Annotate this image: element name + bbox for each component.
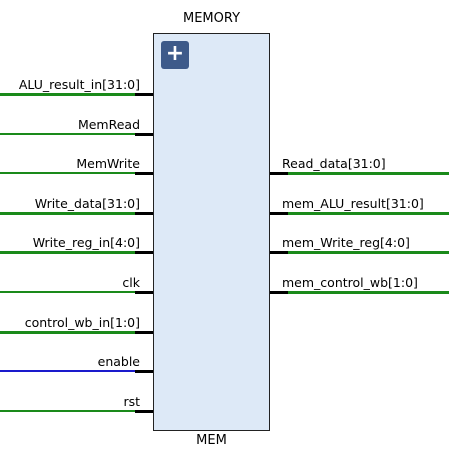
output-pin-stub	[270, 251, 288, 254]
input-wire[interactable]	[0, 291, 135, 293]
input-pin-label: rst	[123, 394, 140, 409]
input-pin-label: MemRead	[77, 117, 140, 132]
output-pin-stub	[270, 212, 288, 215]
input-wire[interactable]	[0, 212, 135, 215]
expand-button[interactable]: +	[161, 41, 189, 69]
input-wire[interactable]	[0, 331, 135, 334]
input-pin-stub	[135, 133, 153, 136]
input-pin-stub	[135, 93, 153, 96]
block-title: MEMORY	[182, 11, 241, 26]
output-pin-stub	[270, 172, 288, 175]
input-pin-stub	[135, 410, 153, 413]
input-pin-label: Write_data[31:0]	[34, 196, 140, 211]
memory-block[interactable]: +	[153, 33, 270, 431]
output-wire[interactable]	[288, 291, 449, 294]
output-wire[interactable]	[288, 172, 449, 175]
input-wire[interactable]	[0, 410, 135, 412]
input-pin-label: Write_reg_in[4:0]	[32, 235, 140, 250]
input-pin-label: clk	[122, 275, 140, 290]
output-pin-label: mem_ALU_result[31:0]	[282, 196, 424, 211]
input-pin-label: enable	[97, 354, 140, 369]
block-instance-name: MEM	[196, 433, 227, 448]
input-wire[interactable]	[0, 251, 135, 254]
output-pin-stub	[270, 291, 288, 294]
input-pin-stub	[135, 291, 153, 294]
output-pin-label: mem_Write_reg[4:0]	[282, 235, 410, 250]
input-pin-label: ALU_result_in[31:0]	[18, 77, 140, 92]
input-pin-stub	[135, 212, 153, 215]
output-pin-label: Read_data[31:0]	[282, 156, 386, 171]
input-pin-stub	[135, 172, 153, 175]
input-pin-stub	[135, 251, 153, 254]
input-wire[interactable]	[0, 172, 135, 174]
input-pin-stub	[135, 331, 153, 334]
output-pin-label: mem_control_wb[1:0]	[282, 275, 418, 290]
input-wire[interactable]	[0, 133, 135, 135]
input-pin-label: MemWrite	[76, 156, 140, 171]
input-pin-stub	[135, 370, 153, 373]
output-wire[interactable]	[288, 251, 449, 254]
input-pin-label: control_wb_in[1:0]	[24, 315, 140, 330]
output-wire[interactable]	[288, 212, 449, 215]
input-wire[interactable]	[0, 93, 135, 96]
input-wire[interactable]	[0, 370, 135, 372]
